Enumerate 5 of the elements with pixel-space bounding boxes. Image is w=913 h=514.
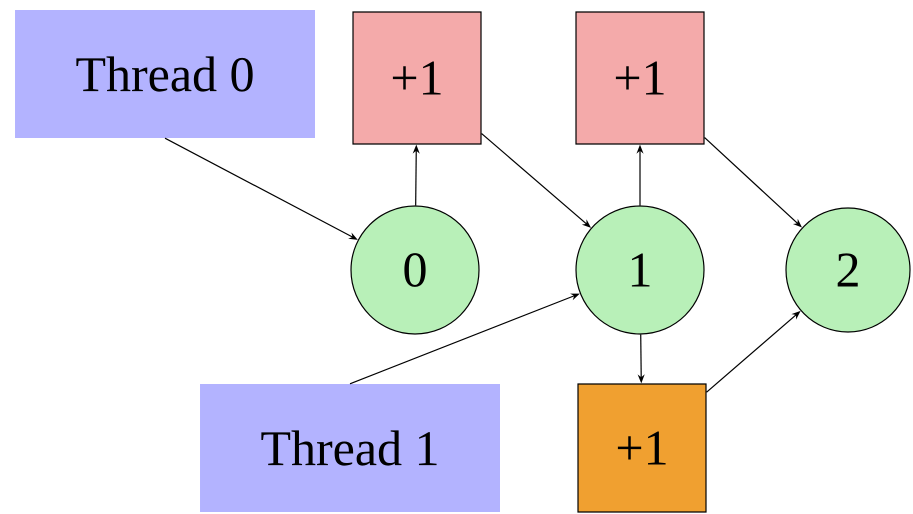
increment-box: +1 (352, 11, 482, 145)
increment-box: +1 (577, 383, 707, 513)
thread-box: Thread 0 (15, 10, 315, 138)
thread-box: Thread 1 (200, 384, 500, 512)
increment-box: +1 (575, 11, 705, 145)
